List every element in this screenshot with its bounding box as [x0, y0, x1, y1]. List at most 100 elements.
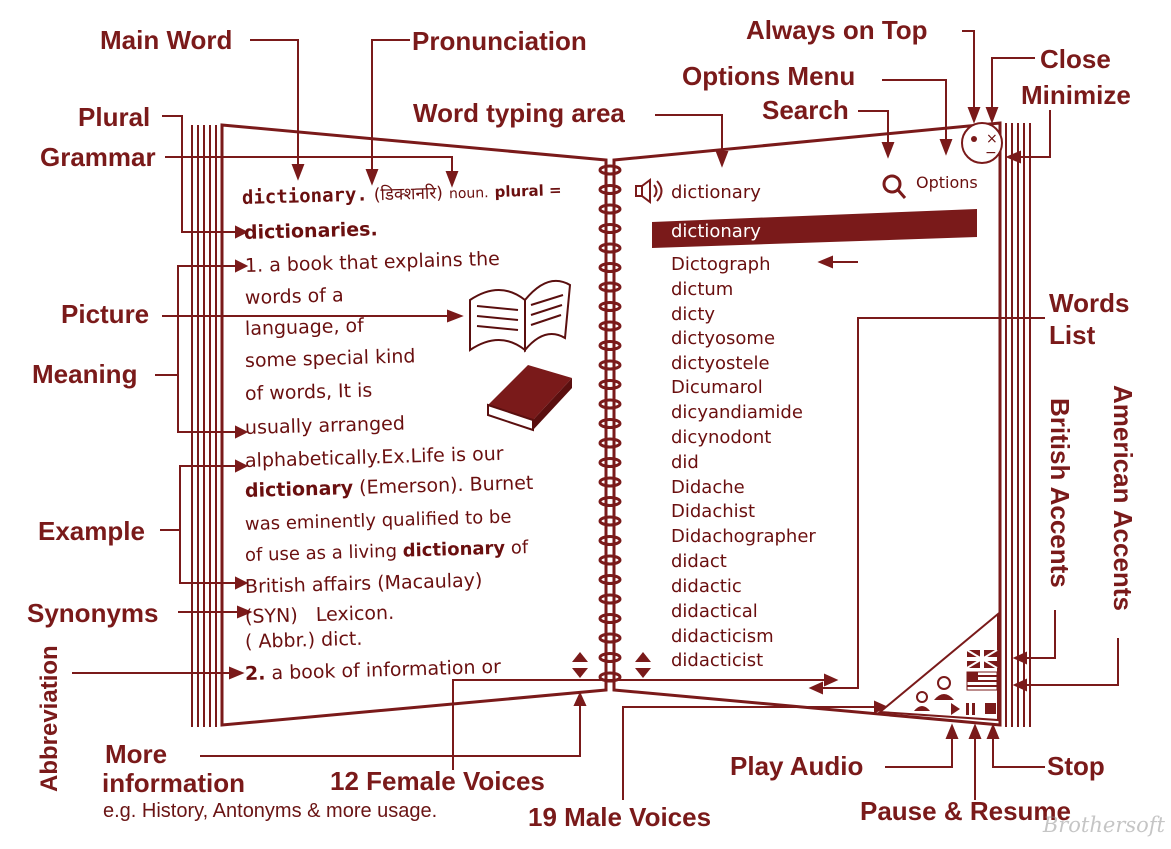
- word-list-item[interactable]: didactical: [671, 601, 758, 622]
- meaning-line-5: of words, It is: [244, 379, 373, 405]
- callout-minimize: Minimize: [1021, 80, 1131, 110]
- plural-value: dictionaries.: [243, 218, 378, 244]
- callout-always-on-top: Always on Top: [746, 15, 928, 45]
- callout-female-voices: 12 Female Voices: [330, 766, 545, 796]
- search-icon: [882, 174, 907, 199]
- callout-synonyms: Synonyms: [27, 598, 159, 628]
- callout-example: Example: [38, 516, 145, 546]
- spiral-coil: [598, 652, 622, 663]
- callout-american-accents: American Accents: [1108, 385, 1138, 611]
- male-voice-icon: [914, 691, 930, 711]
- word-list-item[interactable]: didact: [671, 551, 727, 572]
- pause-icon: [966, 703, 975, 715]
- meaning-line-2: words of a: [244, 284, 344, 309]
- spiral-binding: [598, 164, 622, 683]
- always-on-top-icon: [971, 136, 977, 142]
- spiral-coil: [598, 554, 622, 566]
- synonym-line: (SYN) Lexicon.: [245, 602, 395, 628]
- scroll-arrows-right: [635, 652, 651, 678]
- spiral-coil: [598, 184, 622, 195]
- callout-play-audio: Play Audio: [730, 751, 864, 781]
- callout-close: Close: [1040, 44, 1111, 74]
- spiral-coil: [598, 164, 622, 176]
- word-list-item[interactable]: dictyosome: [671, 328, 776, 349]
- word-list-item[interactable]: didacticist: [671, 650, 764, 671]
- word-list-item[interactable]: dicty: [671, 304, 716, 325]
- speaker-icon: [635, 178, 663, 204]
- word-list-item[interactable]: Dicumarol: [671, 377, 763, 398]
- close-icon[interactable]: ×: [986, 131, 998, 147]
- spiral-coil: [598, 262, 622, 273]
- scroll-arrows-left: [572, 652, 588, 678]
- uk-flag-icon: [966, 649, 998, 669]
- selected-word[interactable]: dictionary: [671, 221, 761, 242]
- spiral-coil: [598, 418, 622, 429]
- open-book-picture-icon: [469, 280, 572, 353]
- headword: dictionary.: [241, 183, 369, 209]
- abbreviation-value: dict.: [320, 627, 363, 651]
- abbreviation-line: ( Abbr.) dict.: [245, 628, 363, 653]
- example-line-3-pre: of use as a living: [244, 540, 398, 566]
- callout-abbreviation: Abbreviation: [36, 645, 63, 792]
- play-icon: [951, 703, 960, 715]
- word-list-item[interactable]: Didachist: [671, 501, 756, 522]
- spiral-coil: [598, 203, 622, 215]
- word-list-item[interactable]: dictum: [671, 279, 734, 300]
- spiral-coil: [598, 515, 622, 527]
- synonym-value: Lexicon.: [315, 601, 395, 627]
- word-typing-input[interactable]: dictionary: [671, 182, 761, 203]
- right-page: [612, 121, 1002, 727]
- word-list-item[interactable]: Dictograph: [671, 254, 771, 275]
- spiral-coil: [598, 593, 622, 605]
- callout-word-typing-area: Word typing area: [413, 98, 625, 128]
- spiral-coil: [598, 574, 622, 585]
- selected-word-bar: [652, 209, 977, 248]
- spiral-coil: [598, 320, 622, 332]
- word-list-item[interactable]: didacticism: [671, 626, 774, 647]
- spiral-coil: [598, 398, 622, 410]
- watermark: Brothersoft: [1042, 813, 1165, 837]
- callout-british-accents: British Accents: [1045, 398, 1075, 588]
- female-voice-icon: [934, 676, 954, 700]
- callout-plural: Plural: [78, 102, 151, 132]
- word-list-item[interactable]: did: [671, 452, 699, 473]
- word-list-item[interactable]: dicynodont: [671, 427, 772, 448]
- callout-options-menu: Options Menu: [682, 61, 856, 91]
- spiral-coil: [598, 613, 622, 624]
- spiral-coil: [598, 457, 622, 468]
- callout-search: Search: [762, 95, 849, 125]
- spiral-coil: [598, 476, 622, 488]
- left-page: [220, 123, 608, 727]
- callout-stop: Stop: [1047, 751, 1105, 781]
- word-list-item[interactable]: dicyandiamide: [671, 402, 803, 423]
- stop-icon: [985, 703, 996, 714]
- closed-book-picture-icon: [487, 365, 572, 432]
- next-meaning-number: 2.: [244, 662, 266, 685]
- callout-picture: Picture: [61, 299, 150, 329]
- word-list-item[interactable]: dictyostele: [671, 353, 770, 374]
- callout-pronunciation: Pronunciation: [412, 26, 587, 56]
- spiral-coil: [598, 223, 622, 234]
- word-list-item[interactable]: Didache: [671, 477, 745, 498]
- window-controls-circle: [961, 122, 1003, 164]
- pronunciation: (डिक्शनरि): [373, 183, 444, 206]
- abbreviation-label: ( Abbr.): [244, 629, 316, 653]
- callout-words: Words: [1049, 288, 1130, 318]
- minimize-icon[interactable]: −: [985, 145, 997, 161]
- callout-main-word: Main Word: [100, 25, 233, 55]
- spiral-coil: [598, 242, 622, 254]
- word-list-item[interactable]: didactic: [671, 576, 742, 597]
- options-menu-button[interactable]: Options: [916, 173, 978, 192]
- callout-meaning: Meaning: [32, 359, 138, 389]
- callout-more: More: [105, 739, 168, 769]
- callout-information: information: [102, 768, 245, 798]
- spiral-coil: [598, 281, 622, 293]
- word-list-item[interactable]: Didachographer: [671, 526, 816, 547]
- callout-pause-resume: Pause & Resume: [860, 796, 1071, 826]
- meaning-line-6: usually arranged: [244, 412, 406, 439]
- spiral-coil: [598, 437, 622, 449]
- grammar-label: noun.: [448, 185, 489, 203]
- spiral-coil: [598, 496, 622, 507]
- audio-panel: [877, 611, 999, 722]
